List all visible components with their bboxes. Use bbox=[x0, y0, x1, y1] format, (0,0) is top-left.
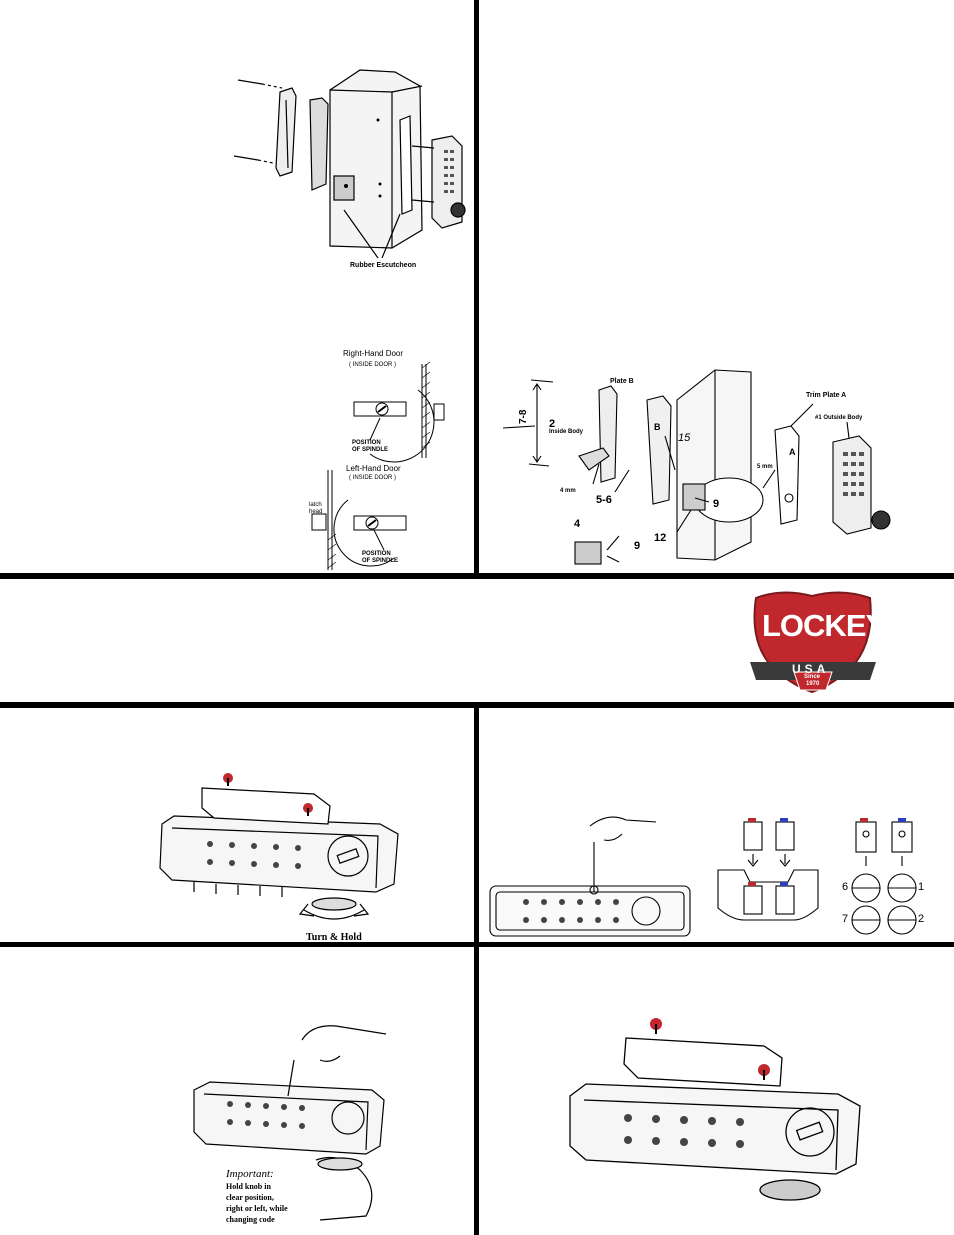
part-4: 4 bbox=[574, 518, 581, 530]
dimension-7-8: 7-8 bbox=[518, 409, 529, 424]
important-line-1: Hold knob in bbox=[226, 1182, 271, 1191]
divider-above-middle bbox=[0, 702, 954, 708]
assembly-diagram bbox=[502, 369, 891, 565]
inside-body-num: 2 bbox=[549, 418, 556, 430]
logo-brand: LOCKEY bbox=[762, 608, 886, 643]
changing-code-diagram bbox=[193, 1025, 387, 1221]
part-9b: 9 bbox=[634, 540, 641, 552]
divider-top-vertical bbox=[474, 0, 479, 574]
keypad-reassembly-diagram bbox=[569, 1018, 861, 1201]
part-5-6: 5-6 bbox=[596, 494, 612, 506]
keypad-code-change-diagram bbox=[489, 816, 691, 937]
part-12: 12 bbox=[654, 532, 667, 544]
left-hand-door-diagram bbox=[311, 470, 407, 570]
right-hand-door-diagram bbox=[353, 361, 445, 463]
latch-label-2: head bbox=[309, 509, 323, 515]
latch-label-1: latch bbox=[309, 502, 322, 508]
divider-lower bbox=[0, 942, 954, 947]
inside-body-label: Inside Body bbox=[549, 429, 584, 435]
lh-position-label-1: POSITION bbox=[362, 551, 391, 557]
keypad-turn-hold-diagram bbox=[159, 773, 399, 920]
part-9a: 9 bbox=[713, 498, 720, 510]
right-hand-door-title: Right-Hand Door bbox=[343, 349, 404, 358]
position-7: 7 bbox=[842, 913, 849, 925]
rh-position-label-2: OF SPINDLE bbox=[352, 447, 389, 453]
logo-since-2: 1970 bbox=[806, 681, 820, 687]
position-6: 6 bbox=[842, 881, 849, 893]
divider-under-top bbox=[0, 573, 954, 579]
left-hand-door-title: Left-Hand Door bbox=[346, 464, 401, 473]
part-15: 15 bbox=[678, 432, 691, 444]
four-mm-label: 4 mm bbox=[560, 488, 576, 494]
tumbler-position-diagram bbox=[851, 818, 917, 935]
logo-since-1: Since bbox=[804, 674, 821, 680]
outside-body-label: #1 Outside Body bbox=[815, 415, 863, 421]
left-hand-door-subtitle: ( INSIDE DOOR ) bbox=[349, 475, 397, 481]
plate-b-letter: B bbox=[654, 422, 661, 432]
turn-hold-caption: Turn & Hold bbox=[306, 932, 362, 943]
position-2: 2 bbox=[918, 913, 925, 925]
lh-position-label-2: OF SPINDLE bbox=[362, 558, 399, 564]
important-line-4: changing code bbox=[226, 1215, 275, 1224]
tumbler-insert-diagram bbox=[717, 818, 819, 921]
divider-middle-vertical bbox=[474, 706, 479, 1235]
plate-b-label: Plate B bbox=[610, 378, 634, 385]
trim-plate-a-label: Trim Plate A bbox=[806, 392, 847, 399]
position-1: 1 bbox=[918, 881, 925, 893]
rubber-escutcheon-label: Rubber Escutcheon bbox=[350, 262, 417, 269]
right-hand-door-subtitle: ( INSIDE DOOR ) bbox=[349, 362, 397, 368]
five-mm-label: 5 mm bbox=[757, 464, 773, 470]
exploded-lock-diagram bbox=[233, 69, 466, 259]
important-line-3: right or left, while bbox=[226, 1204, 288, 1213]
important-line-2: clear position, bbox=[226, 1193, 274, 1202]
rh-position-label-1: POSITION bbox=[352, 440, 381, 446]
trim-a-letter: A bbox=[789, 447, 796, 457]
important-title: Important: bbox=[226, 1168, 274, 1180]
lockey-usa-logo bbox=[750, 591, 876, 694]
logo-country: USA bbox=[792, 662, 830, 676]
